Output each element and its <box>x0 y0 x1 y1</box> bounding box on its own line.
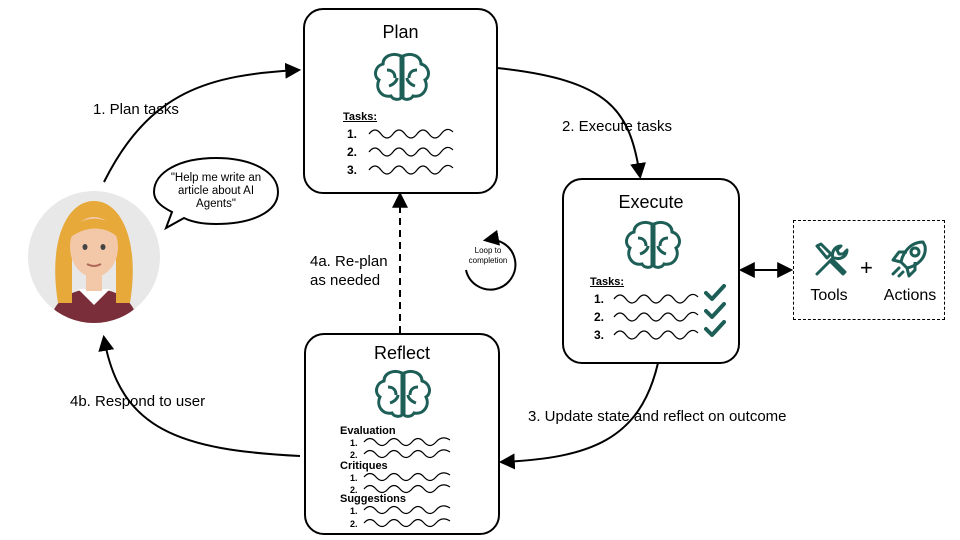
rocket-icon <box>891 240 927 278</box>
label-update-state: 3. Update state and reflect on outcome <box>528 408 787 425</box>
execute-tasks-heading: Tasks: <box>590 276 625 288</box>
label-replan-2: as needed <box>310 272 381 289</box>
loop-label: Loop to completion <box>468 246 508 265</box>
reflect-item-num: 2. <box>350 450 358 460</box>
arrow-update-state <box>498 362 659 470</box>
execute-task-scribbles <box>613 293 699 340</box>
plan-task-num: 1. <box>347 127 358 141</box>
execute-box: Execute Tasks: 1. 2. 3. <box>562 178 740 364</box>
checkmark-icon <box>704 302 726 319</box>
checkmark-icon <box>704 284 726 301</box>
execute-task-num: 1. <box>594 292 605 306</box>
label-execute-tasks: 2. Execute tasks <box>562 118 673 135</box>
reflect-section-heading: Critiques <box>340 460 388 472</box>
reflect-item-num: 1. <box>350 438 358 448</box>
reflect-item-num: 1. <box>350 473 358 483</box>
loop-arrow <box>465 229 517 291</box>
tools-label: Tools <box>810 287 848 304</box>
label-respond: 4b. Respond to user <box>70 393 206 410</box>
label-plan-tasks: 1. Plan tasks <box>93 101 179 118</box>
brain-icon <box>373 52 431 102</box>
user-avatar <box>28 183 160 339</box>
plan-task-num: 2. <box>347 145 358 159</box>
brain-icon <box>624 220 682 270</box>
label-replan-1: 4a. Re-plan <box>310 253 388 270</box>
tools-actions-box: + Tools Actions <box>793 220 945 320</box>
arrow-plan-tasks <box>103 62 302 183</box>
reflect-section-heading: Evaluation <box>340 425 396 437</box>
execute-task-num: 3. <box>594 328 605 342</box>
checkmark-icon <box>704 320 726 337</box>
execute-task-num: 2. <box>594 310 605 324</box>
speech-text: "Help me write an article about AI Agent… <box>170 172 262 210</box>
reflect-scribbles <box>363 437 451 528</box>
tools-icon <box>815 242 849 276</box>
actions-label: Actions <box>883 287 937 304</box>
reflect-item-num: 2. <box>350 485 358 495</box>
reflect-title: Reflect <box>373 343 431 363</box>
plan-task-scribbles <box>368 128 454 175</box>
reflect-item-num: 2. <box>350 519 358 529</box>
plus-sign: + <box>860 255 873 280</box>
reflect-item-num: 1. <box>350 506 358 516</box>
execute-title: Execute <box>618 192 684 212</box>
reflect-box: Reflect Evaluation 1. 2. Critiques 1. 2.… <box>304 333 500 535</box>
plan-title: Plan <box>382 22 419 42</box>
reflect-section-heading: Suggestions <box>340 493 407 505</box>
plan-box: Plan Tasks: 1. 2. 3. <box>303 8 498 194</box>
plan-task-num: 3. <box>347 163 358 177</box>
plan-tasks-heading: Tasks: <box>343 111 378 123</box>
arrow-respond <box>98 334 301 457</box>
arrow-execute-tasks <box>496 67 646 180</box>
brain-icon <box>374 369 432 419</box>
speech-bubble: "Help me write an article about AI Agent… <box>152 156 280 232</box>
